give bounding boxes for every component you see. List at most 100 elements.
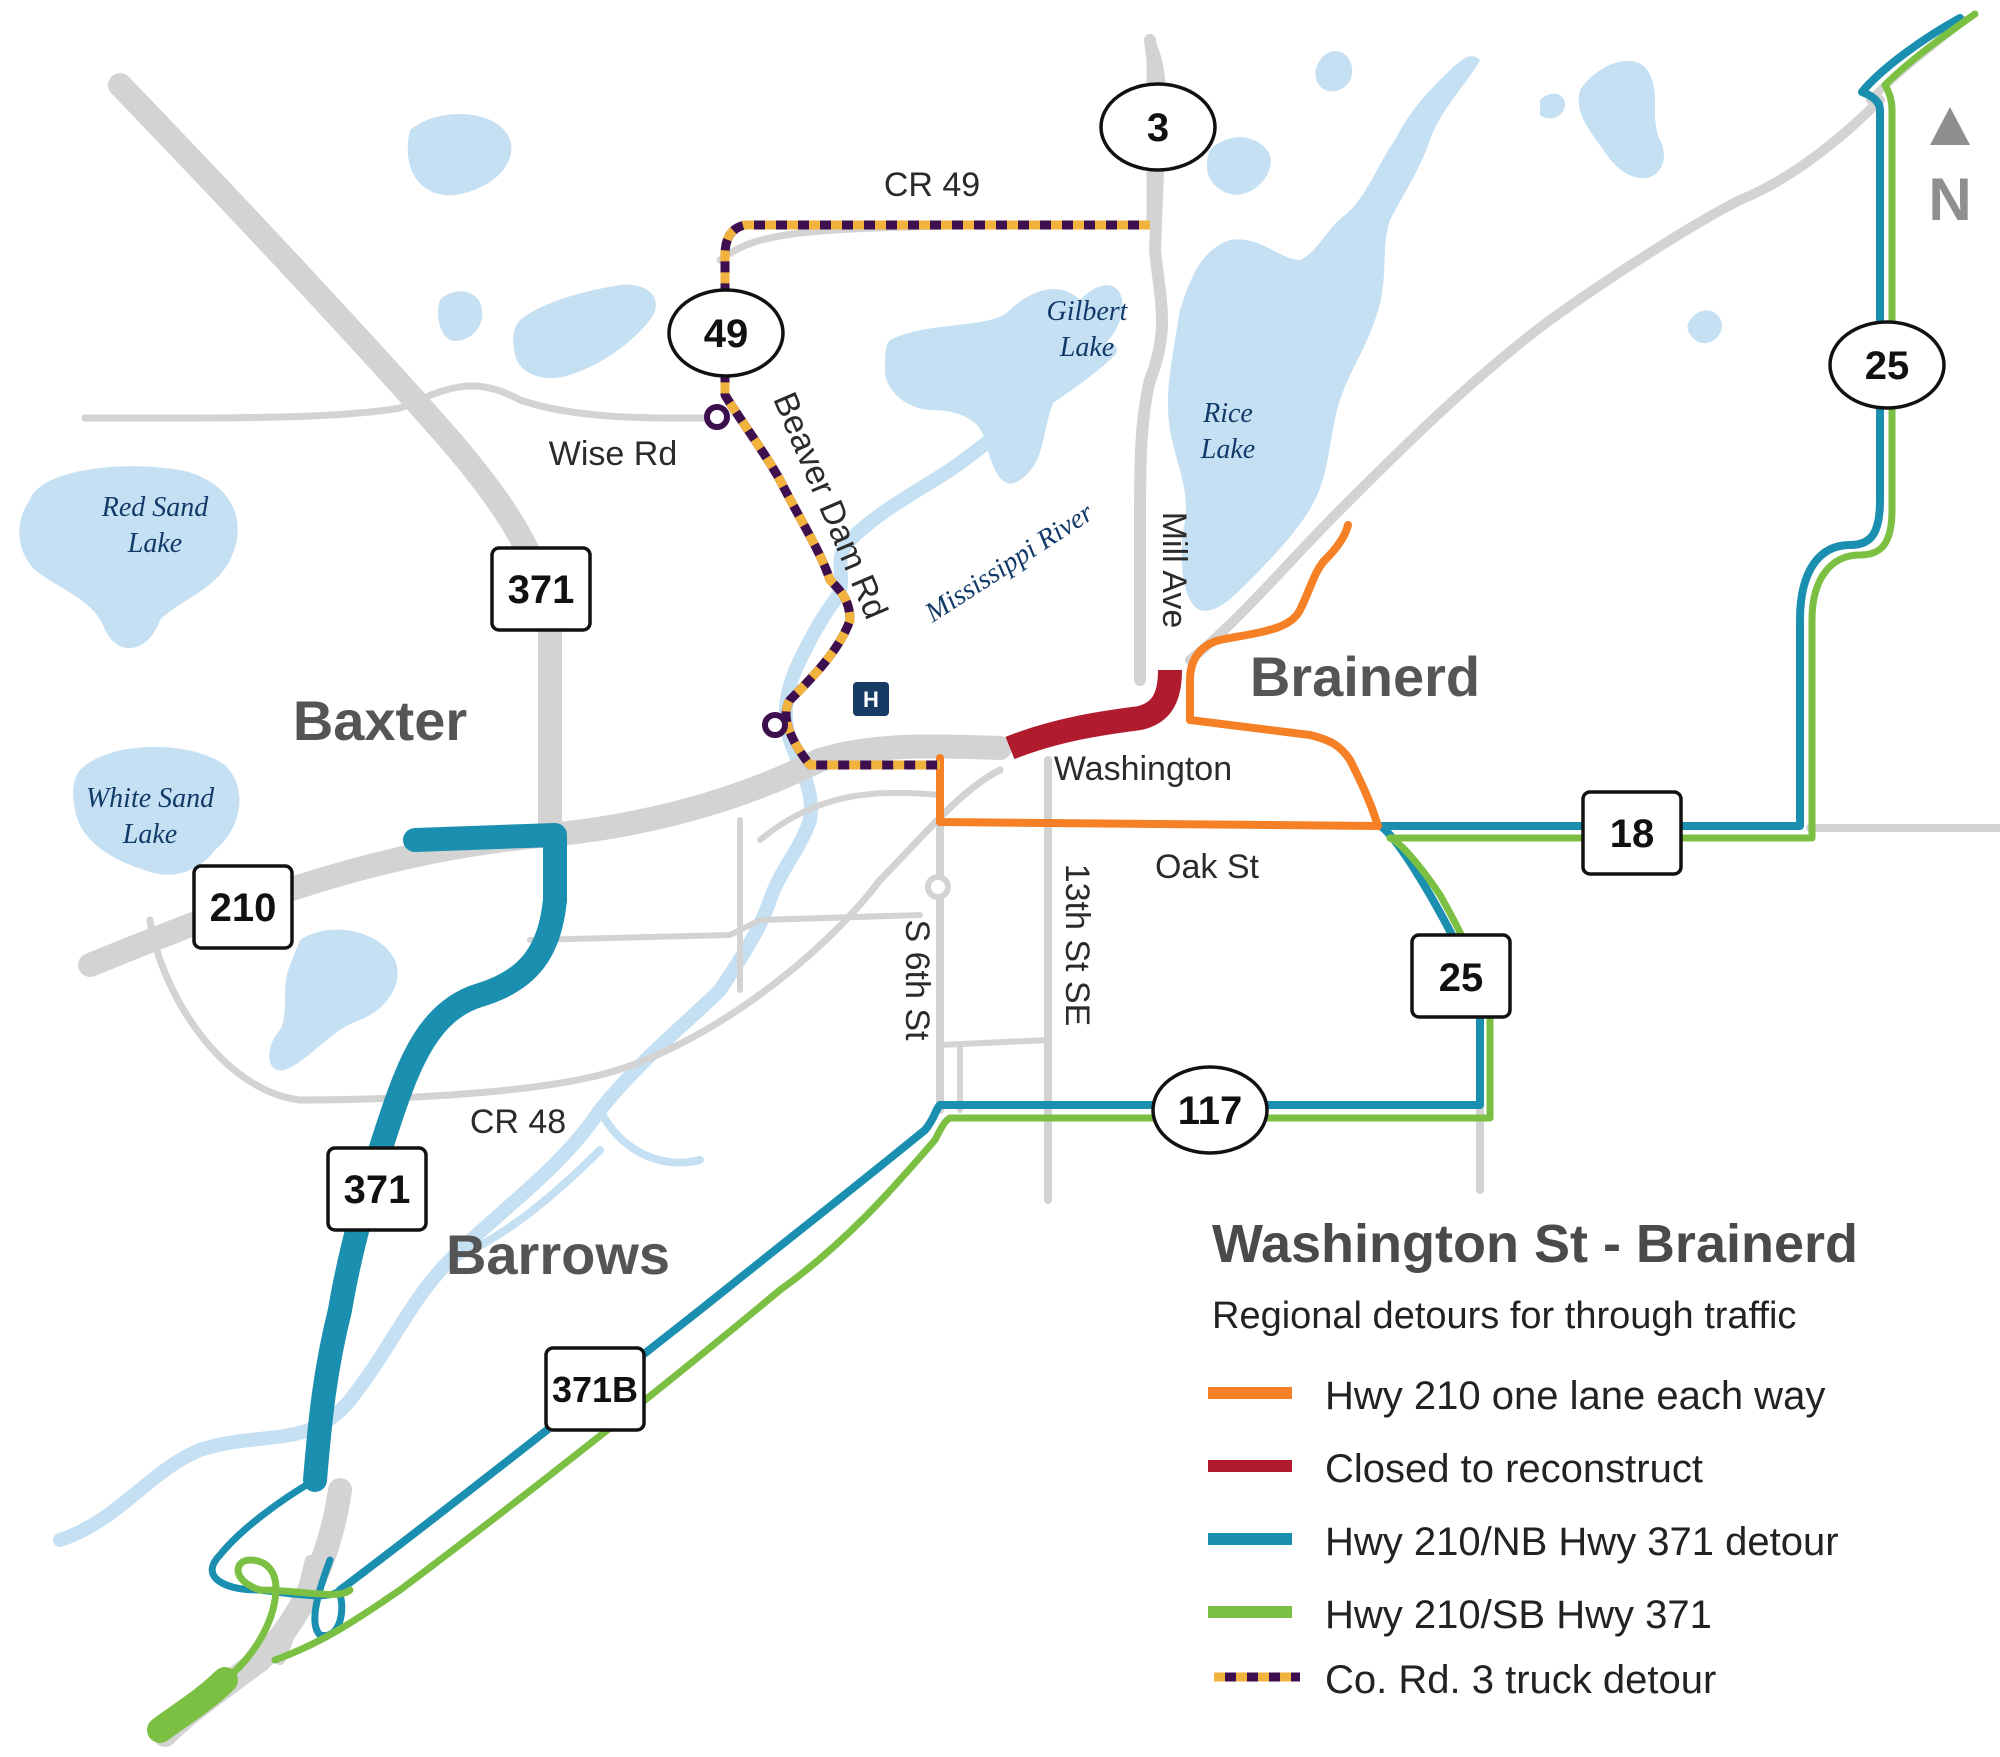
shield-hwy210: 210 [192, 864, 294, 950]
shield-hwy25-south-label: 25 [1439, 956, 1484, 1000]
legend-label-one-lane: Hwy 210 one lane each way [1325, 1374, 1825, 1418]
legend-item-nb-detour: Hwy 210/NB Hwy 371 detour [1208, 1520, 1839, 1564]
legend-label-closed: Closed to reconstruct [1325, 1447, 1703, 1491]
gilbert-lake [885, 285, 1123, 484]
rice-lake-label-2: Lake [1200, 434, 1255, 465]
13th-st-se-label: 13th St SE [1058, 864, 1096, 1027]
orange-6th-oak [936, 754, 1382, 830]
baxter-label: Baxter [293, 689, 467, 752]
barrows-label: Barrows [446, 1223, 670, 1286]
red-sand-lake-label-1: Red Sand [101, 492, 210, 523]
red-washington [1005, 669, 1182, 760]
truck-detour [704, 220, 1150, 900]
truck-roundabout-south [762, 712, 788, 738]
south-baxter-lake [269, 929, 398, 1071]
mill-ave-label: Mill Ave [1155, 512, 1193, 629]
north-ponds-2 [1315, 51, 1353, 92]
north-arrow: N [1928, 107, 1972, 233]
white-sand-lake-label-2: Lake [122, 819, 177, 850]
closed-segment [1005, 669, 1182, 760]
shield-hwy371-south-label: 371 [344, 1168, 411, 1212]
legend: Washington St - Brainerd Regional detour… [1208, 1214, 1858, 1702]
north-label: N [1928, 166, 1971, 233]
road-network [78, 16, 2000, 1747]
white-sand-lake-label-1: White Sand [86, 783, 215, 814]
green-371b [271, 1006, 1494, 1664]
legend-item-closed: Closed to reconstruct [1208, 1447, 1703, 1491]
shield-hwy371b-label: 371B [552, 1369, 638, 1410]
orange-mill [1186, 521, 1352, 724]
green-ramp [221, 1556, 354, 1684]
legend-label-nb-detour: Hwy 210/NB Hwy 371 detour [1325, 1520, 1839, 1564]
route-shields: 3 49 371 210 25 18 25 117 [192, 82, 1946, 1432]
road-cr48 [146, 766, 1004, 1104]
beaver-dam-rd-label: Beaver Dam Rd [765, 387, 894, 624]
legend-label-truck: Co. Rd. 3 truck detour [1325, 1658, 1716, 1702]
shield-hwy25-north: 25 [1828, 320, 1946, 410]
green-detour [147, 10, 1979, 1743]
legend-item-sb-detour: Hwy 210/SB Hwy 371 [1208, 1593, 1712, 1637]
road-ne-diagonal [1185, 95, 1885, 665]
northeast-ponds [1540, 60, 1722, 344]
shield-hwy117: 117 [1151, 1065, 1269, 1155]
green-hwy18 [1386, 10, 1979, 842]
shield-hwy3: 3 [1099, 82, 1217, 172]
oak-st-label: Oak St [1155, 848, 1259, 886]
water-layer [19, 51, 1722, 1071]
red-sand-lake-label-2: Lake [127, 528, 182, 559]
gilbert-lake-label-1: Gilbert [1047, 296, 1129, 327]
truck-route-light [720, 220, 1150, 770]
road-hwy371-south-end [275, 1555, 315, 1665]
cr49-label: CR 49 [884, 166, 980, 204]
rice-lake [1167, 56, 1480, 611]
green-hwy371-south [147, 1667, 238, 1743]
road-grid-1 [527, 789, 1051, 1113]
gilbert-lake-label-2: Lake [1059, 332, 1114, 363]
cr48-label: CR 48 [470, 1103, 566, 1141]
shield-hwy210-label: 210 [210, 886, 277, 930]
truck-roundabout-north [704, 404, 730, 430]
legend-item-one-lane: Hwy 210 one lane each way [1208, 1374, 1825, 1418]
shield-hwy371b: 371B [544, 1346, 646, 1432]
red-sand-lake [19, 466, 238, 649]
north-arrow-icon [1930, 107, 1970, 145]
blue-371b [336, 986, 1484, 1594]
city-labels: Baxter Brainerd Barrows [293, 645, 1480, 1286]
shield-hwy18-label: 18 [1610, 812, 1655, 856]
roundabout-6th [925, 874, 951, 900]
orange-oak-to-washington [1186, 716, 1382, 830]
blue-hwy371-segment [303, 823, 567, 1492]
shield-hwy371-north: 371 [490, 546, 592, 632]
shield-hwy371-north-label: 371 [508, 568, 575, 612]
mississippi-river [53, 343, 1117, 1547]
orange-detour [936, 521, 1382, 830]
wise-lakes [438, 284, 656, 379]
blue-detour [208, 14, 1964, 1639]
white-sand-lake [73, 746, 240, 875]
north-ponds-1 [1206, 137, 1271, 195]
river-branch [446, 1106, 704, 1264]
mississippi-river-label: Mississippi River [919, 497, 1099, 629]
shield-hwy117-label: 117 [1178, 1089, 1243, 1133]
legend-label-sb-detour: Hwy 210/SB Hwy 371 [1325, 1593, 1712, 1637]
legend-subtitle: Regional detours for through traffic [1212, 1295, 1796, 1337]
rice-lake-label-1: Rice [1202, 398, 1253, 429]
shield-hwy18: 18 [1581, 790, 1683, 876]
river-layer [53, 343, 1117, 1547]
shield-hwy3-label: 3 [1147, 106, 1169, 150]
brainerd-label: Brainerd [1250, 645, 1480, 708]
north-lake-small [407, 113, 512, 196]
blue-hwy18 [1376, 14, 1964, 830]
washington-label: Washington [1054, 750, 1232, 788]
legend-item-truck: Co. Rd. 3 truck detour [1214, 1658, 1716, 1702]
legend-title: Washington St - Brainerd [1212, 1214, 1858, 1274]
road-wise [81, 382, 724, 422]
shield-hwy25-south: 25 [1410, 933, 1512, 1019]
hospital-icon: H [863, 687, 879, 712]
shield-hwy371-south: 371 [326, 1146, 428, 1232]
shield-hwy25-north-label: 25 [1865, 344, 1910, 388]
hospital-marker: H [853, 682, 889, 716]
s-6th-st-label: S 6th St [898, 920, 936, 1042]
road-mill-ave [1134, 34, 1168, 686]
